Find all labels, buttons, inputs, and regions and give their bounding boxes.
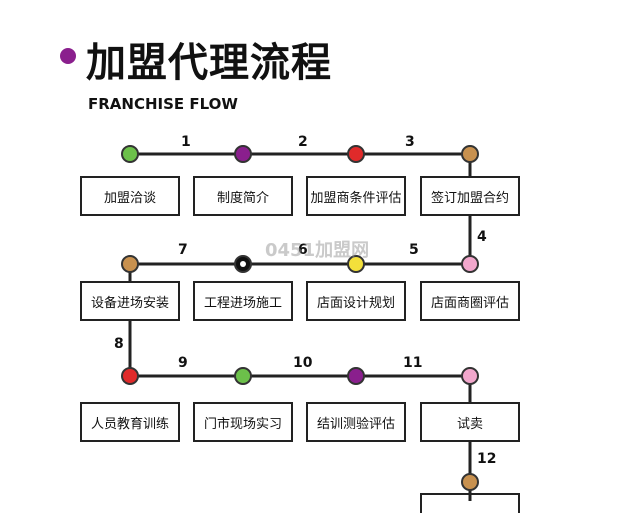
step-number-7: 7 bbox=[178, 242, 188, 258]
step-box-staff-training: 人员教育训练 bbox=[80, 402, 180, 442]
node-9 bbox=[121, 367, 139, 385]
step-number-1: 1 bbox=[181, 134, 191, 150]
step-box-construction: 工程进场施工 bbox=[193, 281, 293, 321]
title-bullet bbox=[60, 48, 76, 64]
page-subtitle: FRANCHISE FLOW bbox=[88, 95, 238, 113]
step-box-next-partial bbox=[420, 493, 520, 513]
step-number-2: 2 bbox=[298, 134, 308, 150]
node-2 bbox=[234, 145, 252, 163]
step-box-trade-area: 店面商圈评估 bbox=[420, 281, 520, 321]
node-6 bbox=[347, 255, 365, 273]
watermark: 0451加盟网 bbox=[265, 240, 370, 261]
flow-connectors bbox=[121, 145, 479, 501]
step-number-4: 4 bbox=[477, 229, 487, 245]
node-13 bbox=[461, 473, 479, 491]
node-4 bbox=[461, 145, 479, 163]
step-number-8: 8 bbox=[114, 336, 124, 352]
step-number-11: 11 bbox=[403, 355, 423, 371]
step-number-12: 12 bbox=[477, 451, 497, 467]
node-3 bbox=[347, 145, 365, 163]
step-box-store-design: 店面设计规划 bbox=[306, 281, 406, 321]
step-box-trial-sale: 试卖 bbox=[420, 402, 520, 442]
node-11 bbox=[347, 367, 365, 385]
step-number-9: 9 bbox=[178, 355, 188, 371]
step-box-condition-assessment: 加盟商条件评估 bbox=[306, 176, 406, 216]
node-5 bbox=[461, 255, 479, 273]
step-number-3: 3 bbox=[405, 134, 415, 150]
step-box-system-intro: 制度简介 bbox=[193, 176, 293, 216]
step-box-equipment-install: 设备进场安装 bbox=[80, 281, 180, 321]
step-box-sign-contract: 签订加盟合约 bbox=[420, 176, 520, 216]
step-number-5: 5 bbox=[409, 242, 419, 258]
node-12 bbox=[461, 367, 479, 385]
step-box-store-internship: 门市现场实习 bbox=[193, 402, 293, 442]
node-8 bbox=[121, 255, 139, 273]
step-box-training-test: 结训测验评估 bbox=[306, 402, 406, 442]
step-box-franchise-talk: 加盟洽谈 bbox=[80, 176, 180, 216]
node-1 bbox=[121, 145, 139, 163]
node-10 bbox=[234, 367, 252, 385]
step-number-6: 6 bbox=[298, 242, 308, 258]
step-number-10: 10 bbox=[293, 355, 313, 371]
page-title: 加盟代理流程 bbox=[86, 40, 332, 86]
node-7-inner bbox=[240, 261, 246, 267]
